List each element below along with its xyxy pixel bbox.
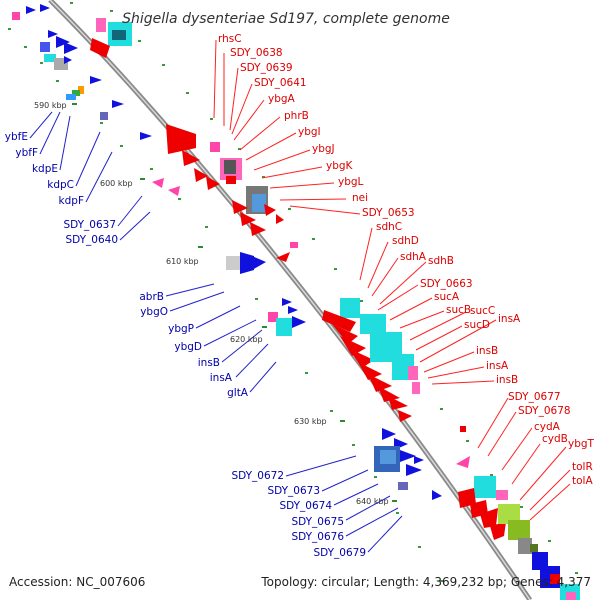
gene-label: SDY_0638	[230, 47, 283, 59]
gene-label: sucD	[464, 319, 490, 331]
gene-features	[12, 4, 580, 600]
gene-label: sdhA	[400, 251, 427, 263]
gene-label: sucC	[470, 305, 495, 317]
gene-label: rhsC	[218, 33, 242, 45]
gene-label: abrB	[139, 291, 164, 303]
gene-label: ybgJ	[312, 143, 335, 155]
gene-label: SDY_0640	[65, 234, 118, 246]
gene-label: ybgI	[298, 126, 321, 138]
gene-label: ybgA	[268, 93, 296, 105]
gene-label: sdhB	[428, 255, 454, 267]
gene-label: nei	[352, 192, 368, 204]
gene-label: SDY_0639	[240, 62, 293, 74]
gene-label: phrB	[284, 110, 309, 122]
gene-label: insA	[486, 360, 509, 372]
gene-label: SDY_0641	[254, 77, 307, 89]
gene-label: tolR	[572, 461, 593, 473]
gene-label: insB	[476, 345, 498, 357]
gene-label: ybfE	[5, 131, 28, 143]
gene-label: SDY_0653	[362, 207, 415, 219]
gene-label: gltA	[227, 387, 249, 399]
scale-label: 610 kbp	[166, 257, 199, 266]
gene-label: SDY_0677	[508, 391, 561, 403]
gene-label: SDY_0673	[267, 485, 320, 497]
gene-label: SDY_0675	[291, 516, 344, 528]
gene-label: ybfF	[15, 147, 38, 159]
scale-label: 640 kbp	[356, 497, 389, 506]
gene-label: SDY_0663	[420, 278, 473, 290]
gene-label: kdpC	[47, 179, 74, 191]
gene-label: ybgK	[326, 160, 354, 172]
map-title: Shigella dysenteriae Sd197, complete gen…	[122, 11, 450, 27]
gene-label: insA	[498, 313, 521, 325]
gene-label: sdhD	[392, 235, 419, 247]
gene-label: SDY_0678	[518, 405, 571, 417]
gene-label: ybgD	[174, 341, 202, 353]
red-gene-labels: rhsC SDY_0638 SDY_0639 SDY_0641 ybgA phr…	[218, 33, 595, 487]
gene-label: sdhC	[376, 221, 402, 233]
gene-label: ybgT	[568, 438, 595, 450]
gene-label: insB	[496, 374, 518, 386]
scale-label: 620 kbp	[230, 335, 263, 344]
gene-label: ybgO	[140, 306, 168, 318]
scale-label: 590 kbp	[34, 101, 67, 110]
topology-text: Topology: circular; Length: 4,369,232 bp…	[260, 575, 591, 589]
gene-label: SDY_0676	[291, 531, 344, 543]
gene-label: SDY_0674	[279, 500, 332, 512]
scale-labels: 590 kbp 600 kbp 610 kbp 620 kbp 630 kbp …	[34, 101, 389, 506]
gene-label: SDY_0672	[231, 470, 284, 482]
gene-label: sucB	[446, 304, 471, 316]
gene-label: SDY_0679	[313, 547, 366, 559]
gene-label: kdpE	[32, 163, 58, 175]
leader-lines	[29, 39, 571, 553]
gene-label: kdpF	[59, 195, 84, 207]
blue-gene-labels: ybfE ybfF kdpE kdpC kdpF SDY_0637 SDY_06…	[5, 131, 366, 559]
gene-label: cydB	[542, 433, 568, 445]
accession-text: Accession: NC_007606	[9, 575, 145, 589]
gene-label: insB	[198, 357, 220, 369]
gene-label: ybgP	[168, 323, 194, 335]
gene-label: SDY_0637	[63, 219, 116, 231]
gene-label: cydA	[534, 421, 561, 433]
gene-label: ybgL	[338, 176, 364, 188]
scale-label: 630 kbp	[294, 417, 327, 426]
tick-marks	[72, 103, 397, 502]
gene-label: insA	[210, 372, 233, 384]
gene-label: tolA	[572, 475, 593, 487]
scale-label: 600 kbp	[100, 179, 133, 188]
gene-label: sucA	[434, 291, 460, 303]
